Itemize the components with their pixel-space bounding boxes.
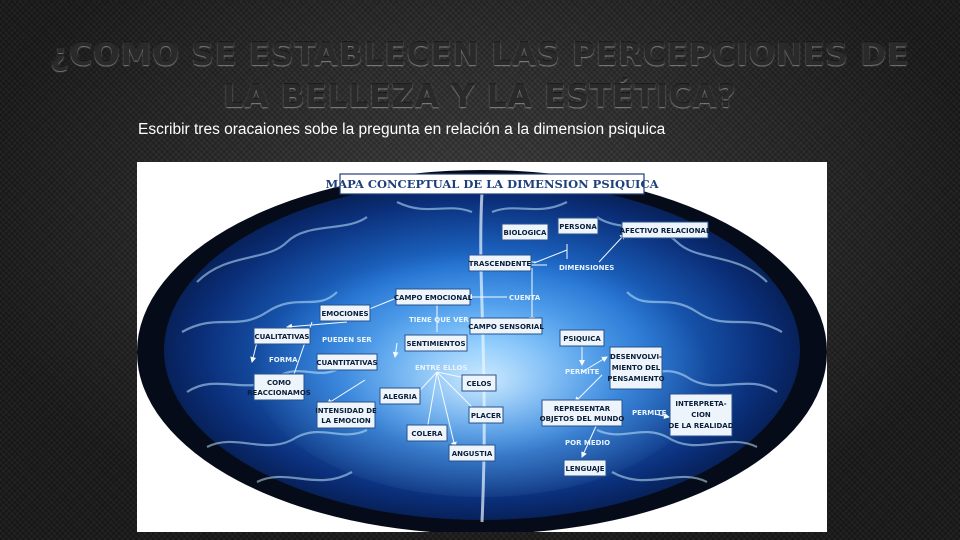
instruction-text: Escribir tres oracaiones sobe la pregunt… <box>138 121 666 138</box>
connector-pueden-ser: PUEDEN SER <box>322 336 372 344</box>
concept-nodes <box>253 217 733 477</box>
node-representar-line2: OBJETOS DEL MUNDO <box>540 415 625 423</box>
node-intensidad-line2: LA EMOCION <box>321 417 371 425</box>
node-como-reaccionamos-line1: COMO <box>267 379 291 387</box>
node-campo-sensorial: CAMPO SENSORIAL <box>468 323 544 331</box>
connector-permite-1: PERMITE <box>565 368 600 376</box>
slide-title: ¿COMO SE ESTABLECEN LAS PERCEPCIONES DE … <box>50 37 910 115</box>
node-como-reaccionamos-line2: REACCIONAMOS <box>247 389 311 397</box>
diagram-title-box <box>339 173 645 195</box>
node-psiquica: PSIQUICA <box>563 335 601 343</box>
node-trascendente: TRASCENDENTE <box>469 260 532 268</box>
node-representar-line1: REPRESENTAR <box>554 405 611 413</box>
connector-dimensiones: DIMENSIONES <box>559 264 614 272</box>
brain-concept-map-image: MAPA CONCEPTUAL DE LA DIMENSION PSIQUICA <box>137 162 827 532</box>
node-biologica: BIOLOGICA <box>504 229 548 237</box>
node-placer: PLACER <box>471 412 502 420</box>
node-emociones: EMOCIONES <box>321 310 368 318</box>
node-colera: COLERA <box>411 430 443 438</box>
connector-cuenta: CUENTA <box>509 294 541 302</box>
node-alegria: ALEGRIA <box>383 393 417 401</box>
node-sentimientos: SENTIMIENTOS <box>406 340 465 348</box>
node-celos: CELOS <box>466 380 491 388</box>
node-desenvolvimiento-line1: DESENVOLVI- <box>610 353 662 361</box>
node-interpretacion-line1: INTERPRETA- <box>675 400 726 408</box>
node-lenguaje: LENGUAJE <box>565 465 604 473</box>
connector-tiene-que-ver: TIENE QUE VER <box>409 316 469 324</box>
node-campo-emocional: CAMPO EMOCIONAL <box>394 294 473 302</box>
node-desenvolvimiento-line3: PENSAMIENTO <box>607 375 664 383</box>
node-persona: PERSONA <box>559 223 597 231</box>
node-interpretacion-line2: CION <box>691 411 711 419</box>
connector-forma: FORMA <box>269 356 298 364</box>
connector-entre-ellos: ENTRE ELLOS <box>415 364 467 372</box>
node-cualitativas: CUALITATIVAS <box>255 333 310 341</box>
node-interpretacion-line3: DE LA REALIDAD <box>668 422 733 430</box>
connector-por-medio: POR MEDIO <box>565 439 610 447</box>
node-intensidad-line1: INTENSIDAD DE <box>315 407 377 415</box>
diagram-title: MAPA CONCEPTUAL DE LA DIMENSION PSIQUICA <box>325 177 659 191</box>
connector-permite-2: PERMITE <box>632 409 667 417</box>
node-cuantitativas: CUANTITATIVAS <box>316 359 377 367</box>
node-desenvolvimiento-line2: MIENTO DEL <box>612 364 661 372</box>
node-afectivo-relacional: AFECTIVO RELACIONAL <box>620 227 711 235</box>
node-angustia: ANGUSTIA <box>452 450 493 458</box>
brain-glow <box>252 237 712 497</box>
